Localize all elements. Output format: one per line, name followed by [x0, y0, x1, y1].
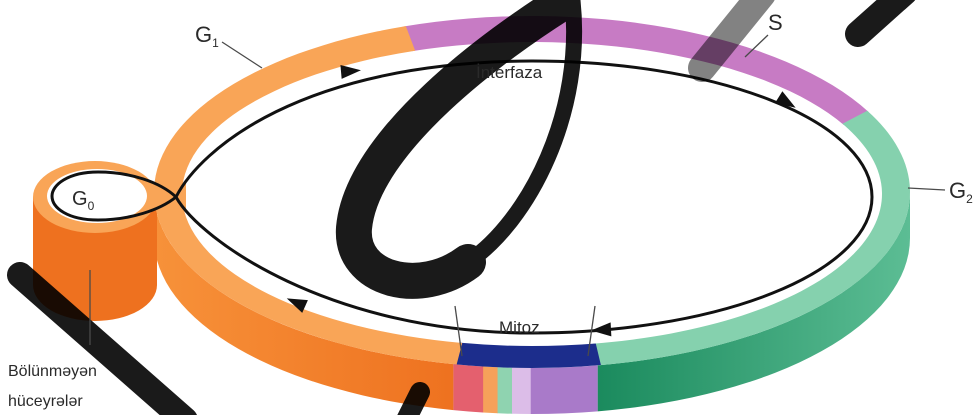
g0-letter: G: [72, 188, 88, 210]
g2-label: G2: [949, 178, 973, 206]
cell-cycle-path: [50, 59, 874, 335]
g1-label: G1: [195, 22, 219, 50]
non-dividing-label-line2: hüceyrələr: [8, 393, 83, 410]
watermark-stroke-bottom: [397, 382, 430, 415]
g2-leader: [907, 187, 946, 191]
mitosis-bracket-right: [587, 305, 596, 357]
mitosis-segment: [453, 342, 601, 368]
g1-phase-segment: [154, 26, 463, 365]
interphase-label: İnterfaza: [476, 63, 543, 82]
g2-subscript: 2: [966, 192, 973, 206]
g0-subscript: 0: [88, 199, 95, 213]
g2-phase-segment: [592, 110, 911, 366]
g1-side-wall: [154, 192, 454, 411]
g0-neck: [148, 180, 186, 213]
watermark-diagonal-lower-left: [7, 262, 197, 415]
cycle-arrows: [286, 64, 796, 337]
watermark-loop-right: [460, 0, 583, 270]
g2-letter: G: [949, 178, 966, 203]
mitosis-phase-stripe: [530, 364, 598, 415]
mitosis-phase-stripe: [497, 364, 513, 415]
g2-side-wall: [597, 192, 911, 412]
s-label: S: [768, 10, 783, 35]
mitosis-phase-stripe: [453, 364, 484, 415]
mitosis-label: Mitoz: [499, 318, 540, 337]
s-phase-segment: [402, 15, 869, 125]
g1-subscript: 1: [212, 36, 219, 50]
cycle-arrowhead: [286, 298, 308, 313]
cycle-arrowhead: [591, 322, 612, 337]
g0-label: G0: [72, 188, 95, 213]
watermark: [7, 0, 916, 415]
non-dividing-label-line1: Bölünməyən: [8, 363, 97, 380]
watermark-stroke-top: [688, 0, 775, 82]
mitosis-phase-stripe: [483, 364, 499, 415]
watermark-stroke-top-right: [845, 0, 916, 47]
g0-top-inner: [47, 169, 147, 223]
leader-lines: [89, 34, 946, 357]
watermark-loop-left: [335, 0, 578, 299]
s-leader: [744, 34, 769, 58]
ring-top: [154, 15, 911, 368]
mitosis-side-stripes: [453, 364, 598, 415]
ring-side: [154, 192, 911, 415]
mitosis-bracket-left: [454, 305, 463, 357]
g1-letter: G: [195, 22, 212, 47]
cycle-arrowhead: [774, 91, 796, 108]
g1-leader: [221, 41, 263, 69]
cycle-arrowhead: [340, 64, 361, 79]
mitosis-phase-stripe: [511, 364, 532, 415]
